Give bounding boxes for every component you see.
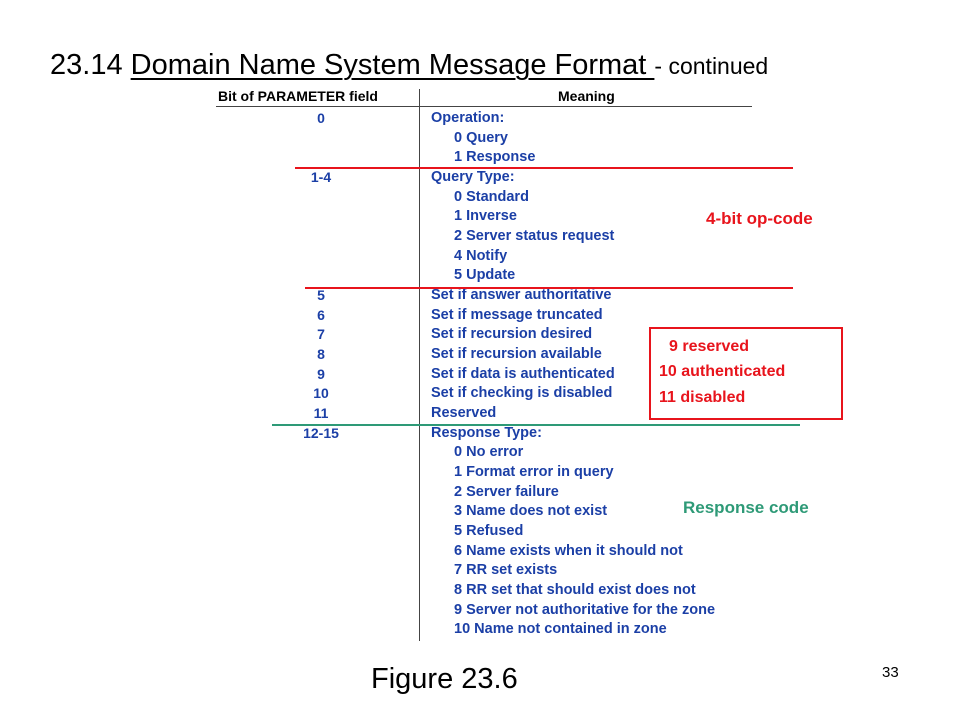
bit-cell: 5: [317, 286, 325, 303]
section-number: 23.14: [50, 49, 123, 81]
meaning-cell: 3 Name does not exist: [454, 503, 608, 520]
bit-cell: 10: [313, 385, 329, 402]
meaning-cell: 9 Server not authoritative for the zone: [454, 601, 716, 618]
meaning-cell: 4 Notify: [454, 247, 508, 264]
meaning-cell: Set if answer authoritative: [431, 286, 612, 303]
meaning-cell: 1 Response: [454, 149, 536, 166]
bit-cell: 12-15: [303, 424, 339, 441]
meaning-cell: Set if checking is disabled: [431, 385, 613, 402]
meaning-cell: 0 Standard: [454, 188, 529, 205]
slide-title: 23.14 Domain Name System Message Format …: [50, 49, 768, 82]
bit-cell: 8: [317, 345, 325, 362]
title-suffix: - continued: [654, 53, 769, 79]
opcode-top-line: [295, 167, 793, 169]
meaning-cell: 2 Server failure: [454, 483, 559, 500]
meaning-cell: 10 Name not contained in zone: [454, 621, 667, 638]
note-reserved: 9 reserved: [669, 338, 750, 355]
meaning-cell: 1 Inverse: [454, 208, 517, 225]
meaning-cell: Reserved: [431, 404, 497, 421]
bit-cell: 11: [313, 404, 329, 421]
bit-cell: 1-4: [310, 168, 332, 185]
meaning-cell: Set if data is authenticated: [431, 365, 615, 382]
meaning-cell: 0 Query: [454, 129, 508, 146]
meaning-cell: Set if recursion desired: [431, 326, 593, 343]
note-authenticated: 10 authenticated: [659, 363, 786, 380]
meaning-cell: 5 Refused: [454, 522, 524, 539]
meaning-cell: 8 RR set that should exist does not: [454, 581, 696, 598]
column-divider: [419, 89, 420, 641]
opcode-bottom-line: [305, 287, 793, 289]
opcode-label: 4-bit op-code: [706, 209, 813, 228]
column-header-bit: Bit of PARAMETER field: [218, 88, 378, 104]
figure-caption: Figure 23.6: [371, 663, 518, 695]
bit-cell: 7: [317, 326, 325, 343]
column-header-meaning: Meaning: [558, 88, 615, 104]
flags-note-box: 9 reserved 10 authenticated 11 disabled: [649, 327, 843, 420]
response-separator-line: [272, 424, 800, 426]
meaning-cell: 6 Name exists when it should not: [454, 542, 683, 559]
response-code-label: Response code: [683, 498, 809, 517]
meaning-cell: 0 No error: [454, 444, 524, 461]
bit-cell: 6: [317, 306, 325, 323]
note-disabled: 11 disabled: [659, 389, 746, 406]
meaning-cell: Response Type:: [431, 424, 542, 441]
bit-cell: 0: [317, 110, 325, 126]
meaning-cell: 2 Server status request: [454, 227, 615, 244]
meaning-cell: 5 Update: [454, 267, 516, 284]
meaning-cell: Operation:: [431, 110, 505, 126]
header-divider: [216, 106, 752, 107]
page-number: 33: [882, 664, 899, 681]
meaning-cell: 7 RR set exists: [454, 562, 558, 579]
meaning-cell: 1 Format error in query: [454, 463, 614, 480]
meaning-cell: Query Type:: [431, 168, 515, 185]
meaning-cell: Set if recursion available: [431, 345, 602, 362]
title-underlined: Domain Name System Message Format: [130, 49, 655, 81]
meaning-cell: Set if message truncated: [431, 306, 603, 323]
bit-cell: 9: [317, 365, 325, 382]
